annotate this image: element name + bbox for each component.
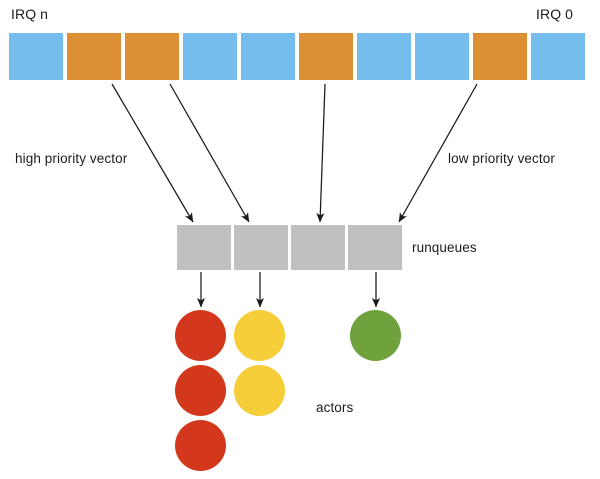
- vector-cell-6: [357, 33, 411, 80]
- actor-circle-2: [175, 420, 226, 471]
- vector-cell-1: [67, 33, 121, 80]
- runqueue-box-1: [234, 225, 288, 270]
- vector-cell-0: [9, 33, 63, 80]
- actor-circle-3: [234, 310, 285, 361]
- vector-cell-7: [415, 33, 469, 80]
- actor-circle-5: [350, 310, 401, 361]
- vector-cell-9: [531, 33, 585, 80]
- actor-circle-1: [175, 365, 226, 416]
- actors-label: actors: [316, 400, 354, 415]
- runqueue-box-0: [177, 225, 231, 270]
- vector-cell-3: [183, 33, 237, 80]
- irq-n-label: IRQ n: [11, 6, 49, 22]
- vector-to-runqueue-arrow-1: [169, 83, 250, 223]
- runqueue-box-3: [348, 225, 402, 270]
- high-priority-vector-label: high priority vector: [15, 151, 128, 166]
- vector-cell-4: [241, 33, 295, 80]
- low-priority-vector-label: low priority vector: [448, 151, 555, 166]
- runqueues-label: runqueues: [412, 240, 477, 255]
- vector-cell-8: [473, 33, 527, 80]
- runqueue-box-2: [291, 225, 345, 270]
- vector-cell-2: [125, 33, 179, 80]
- irq-0-label: IRQ 0: [536, 6, 574, 22]
- vector-to-runqueue-arrow-2: [316, 83, 326, 223]
- actor-circle-4: [234, 365, 285, 416]
- vector-cell-5: [299, 33, 353, 80]
- actor-circle-0: [175, 310, 226, 361]
